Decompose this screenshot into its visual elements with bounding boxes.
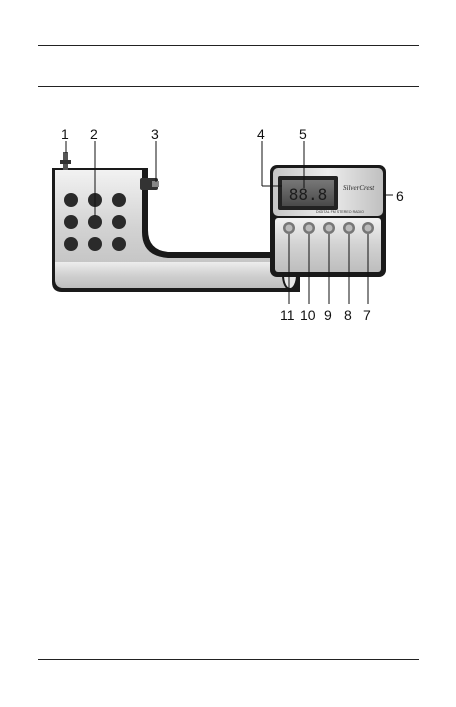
callout-8: 8 <box>344 308 352 322</box>
button-11[interactable] <box>283 222 295 234</box>
callout-7: 7 <box>363 308 371 322</box>
button-9[interactable] <box>323 222 335 234</box>
button-10[interactable] <box>303 222 315 234</box>
brand-logo: SilverCrest <box>343 184 375 192</box>
callout-6: 6 <box>396 189 404 203</box>
callout-3: 3 <box>151 127 159 141</box>
callout-1: 1 <box>61 127 69 141</box>
side-view <box>52 152 300 292</box>
model-label: DIGITAL FM STEREO RADIO <box>316 210 364 214</box>
lcd-text: 88.8 <box>289 185 328 204</box>
button-7[interactable] <box>362 222 374 234</box>
callout-9: 9 <box>324 308 332 322</box>
front-view: 88.8 SilverCrest DIGITAL FM STEREO RADIO <box>270 165 386 277</box>
button-8[interactable] <box>343 222 355 234</box>
callout-2: 2 <box>90 127 98 141</box>
callout-5: 5 <box>299 127 307 141</box>
callout-11: 11 <box>280 308 295 322</box>
callout-10: 10 <box>300 308 316 322</box>
callout-4: 4 <box>257 127 265 141</box>
